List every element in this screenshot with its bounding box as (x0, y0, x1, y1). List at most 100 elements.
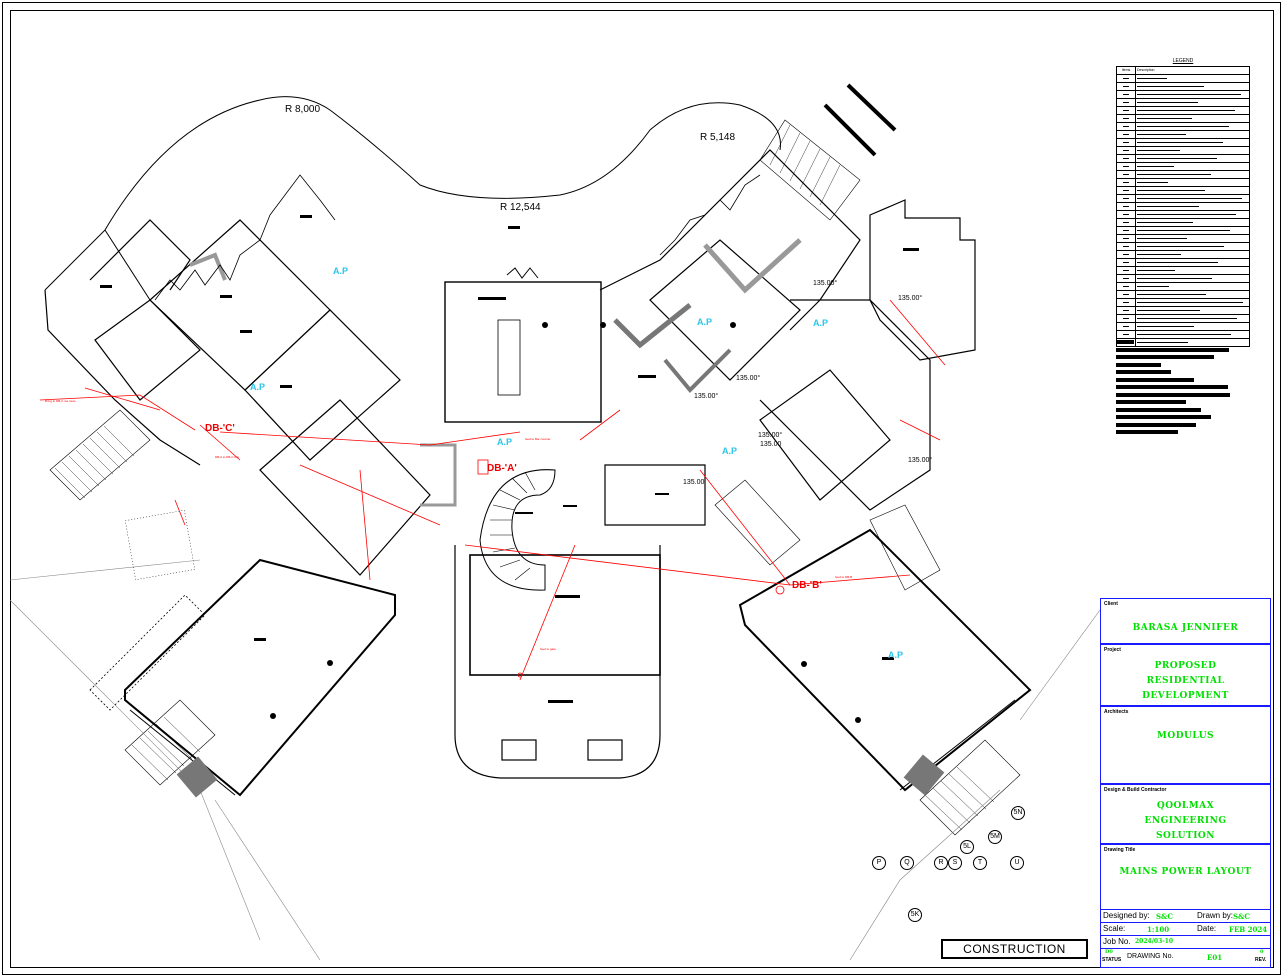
legend-header-description: Description (1135, 66, 1250, 75)
svg-text:feed to gate: feed to gate (540, 647, 556, 651)
notes-line (1116, 370, 1171, 374)
floor-plan: Bring in DB-C via route DB-A to DB-C lin… (9, 83, 1100, 961)
legend-symbol (1116, 242, 1136, 251)
angle-label: 135.00° (813, 280, 838, 287)
drawing-no-row: D0 STATUS DRAWING No. E01 0 REV. (1101, 948, 1270, 967)
legend-row (1116, 290, 1250, 299)
legend-row (1116, 330, 1250, 339)
legend-row (1116, 122, 1250, 131)
drawing-no-label: DRAWING No. (1127, 953, 1174, 960)
angle-label: 135.00° (908, 457, 933, 464)
legend-description (1135, 242, 1250, 251)
legend-symbol (1116, 90, 1136, 99)
legend-symbol (1116, 330, 1136, 339)
title-block: Client BARASA JENNIFER Project PROPOSED … (1100, 598, 1271, 968)
legend-description (1135, 226, 1250, 235)
legend-description (1135, 314, 1250, 323)
architects-cell: Architects MODULUS (1101, 707, 1270, 785)
legend-row (1116, 98, 1250, 107)
legend-title: LEGEND (1172, 58, 1194, 64)
legend-description (1135, 234, 1250, 243)
construction-stamp: CONSTRUCTION (941, 939, 1088, 959)
svg-text:feed to Bar counter: feed to Bar counter (525, 437, 551, 441)
grid-marker: P (872, 856, 886, 870)
designed-by-value: S&C (1156, 912, 1173, 921)
legend-row (1116, 146, 1250, 155)
legend-symbol (1116, 298, 1136, 307)
legend-description (1135, 98, 1250, 107)
notes-line (1116, 355, 1214, 359)
legend-description (1135, 186, 1250, 195)
drawing-title-cell: Drawing Title MAINS POWER LAYOUT (1101, 845, 1270, 907)
access-point-label: A.P (722, 446, 738, 456)
designed-by-label: Designed by: (1103, 911, 1150, 920)
legend-symbol (1116, 82, 1136, 91)
legend-description (1135, 266, 1250, 275)
drawing-no-value: E01 (1207, 953, 1223, 962)
legend-row (1116, 106, 1250, 115)
notes-line (1116, 415, 1211, 419)
notes-block (1116, 340, 1236, 438)
client-name: BARASA JENNIFER (1132, 623, 1239, 633)
drawing-title-heading: Drawing Title (1104, 847, 1136, 853)
legend-symbol (1116, 266, 1136, 275)
job-row: Job No. 2024/03-10 (1101, 935, 1270, 948)
legend-description (1135, 202, 1250, 211)
legend-symbol (1116, 122, 1136, 131)
legend-symbol (1116, 146, 1136, 155)
legend-symbol (1116, 290, 1136, 299)
legend-symbol (1116, 130, 1136, 139)
legend-row (1116, 274, 1250, 283)
legend-description (1135, 274, 1250, 283)
svg-text:feed to DB-B: feed to DB-B (835, 575, 852, 579)
project-name: PROPOSED RESIDENTIAL DEVELOPMENT (1142, 661, 1229, 701)
legend-symbol (1116, 194, 1136, 203)
access-point-label: A.P (497, 437, 513, 447)
legend-description (1135, 194, 1250, 203)
legend-symbol (1116, 322, 1136, 331)
legend-description (1135, 250, 1250, 259)
legend-header-items: Items (1116, 66, 1136, 75)
legend-description (1135, 298, 1250, 307)
legend-description (1135, 330, 1250, 339)
legend-description (1135, 90, 1250, 99)
notes-line (1116, 377, 1194, 382)
legend-row (1116, 258, 1250, 267)
legend-symbol (1116, 98, 1136, 107)
legend-row (1116, 306, 1250, 315)
contractor-name: QOOLMAX ENGINEERING SOLUTION (1144, 801, 1227, 841)
legend-symbol (1116, 274, 1136, 283)
contractor-heading: Design & Build Contractor (1104, 787, 1167, 793)
legend-description (1135, 178, 1250, 187)
notes-line (1116, 422, 1196, 427)
notes-line (1116, 340, 1134, 344)
legend-symbol (1116, 218, 1136, 227)
grid-marker: U (1010, 856, 1024, 870)
svg-text:DB-A to DB-C link: DB-A to DB-C link (215, 455, 239, 459)
legend-header-row: Items Description (1116, 66, 1250, 75)
legend-row (1116, 202, 1250, 211)
grid-marker: R (934, 856, 948, 870)
grid-marker: 5L (960, 840, 974, 854)
distribution-board-c: DB-'C' (205, 423, 235, 434)
legend-description (1135, 162, 1250, 171)
grid-marker: 5N (1011, 806, 1025, 820)
legend-description (1135, 322, 1250, 331)
designed-drawn-row: Designed by: S&C Drawn by: S&C (1101, 909, 1270, 922)
access-point-label: A.P (888, 650, 904, 660)
legend-description (1135, 338, 1250, 347)
legend-description (1135, 306, 1250, 315)
job-no-label: Job No. (1103, 937, 1131, 946)
legend-row (1116, 82, 1250, 91)
rev-label: REV. (1255, 957, 1267, 963)
distribution-board-b: DB-'B' (792, 580, 822, 591)
legend-symbol (1116, 74, 1136, 83)
radius-label-1: R 8,000 (285, 104, 321, 115)
drawing-title: MAINS POWER LAYOUT (1119, 867, 1252, 877)
legend-row (1116, 194, 1250, 203)
legend-symbol (1116, 186, 1136, 195)
legend-row (1116, 130, 1250, 139)
notes-line (1116, 400, 1186, 404)
